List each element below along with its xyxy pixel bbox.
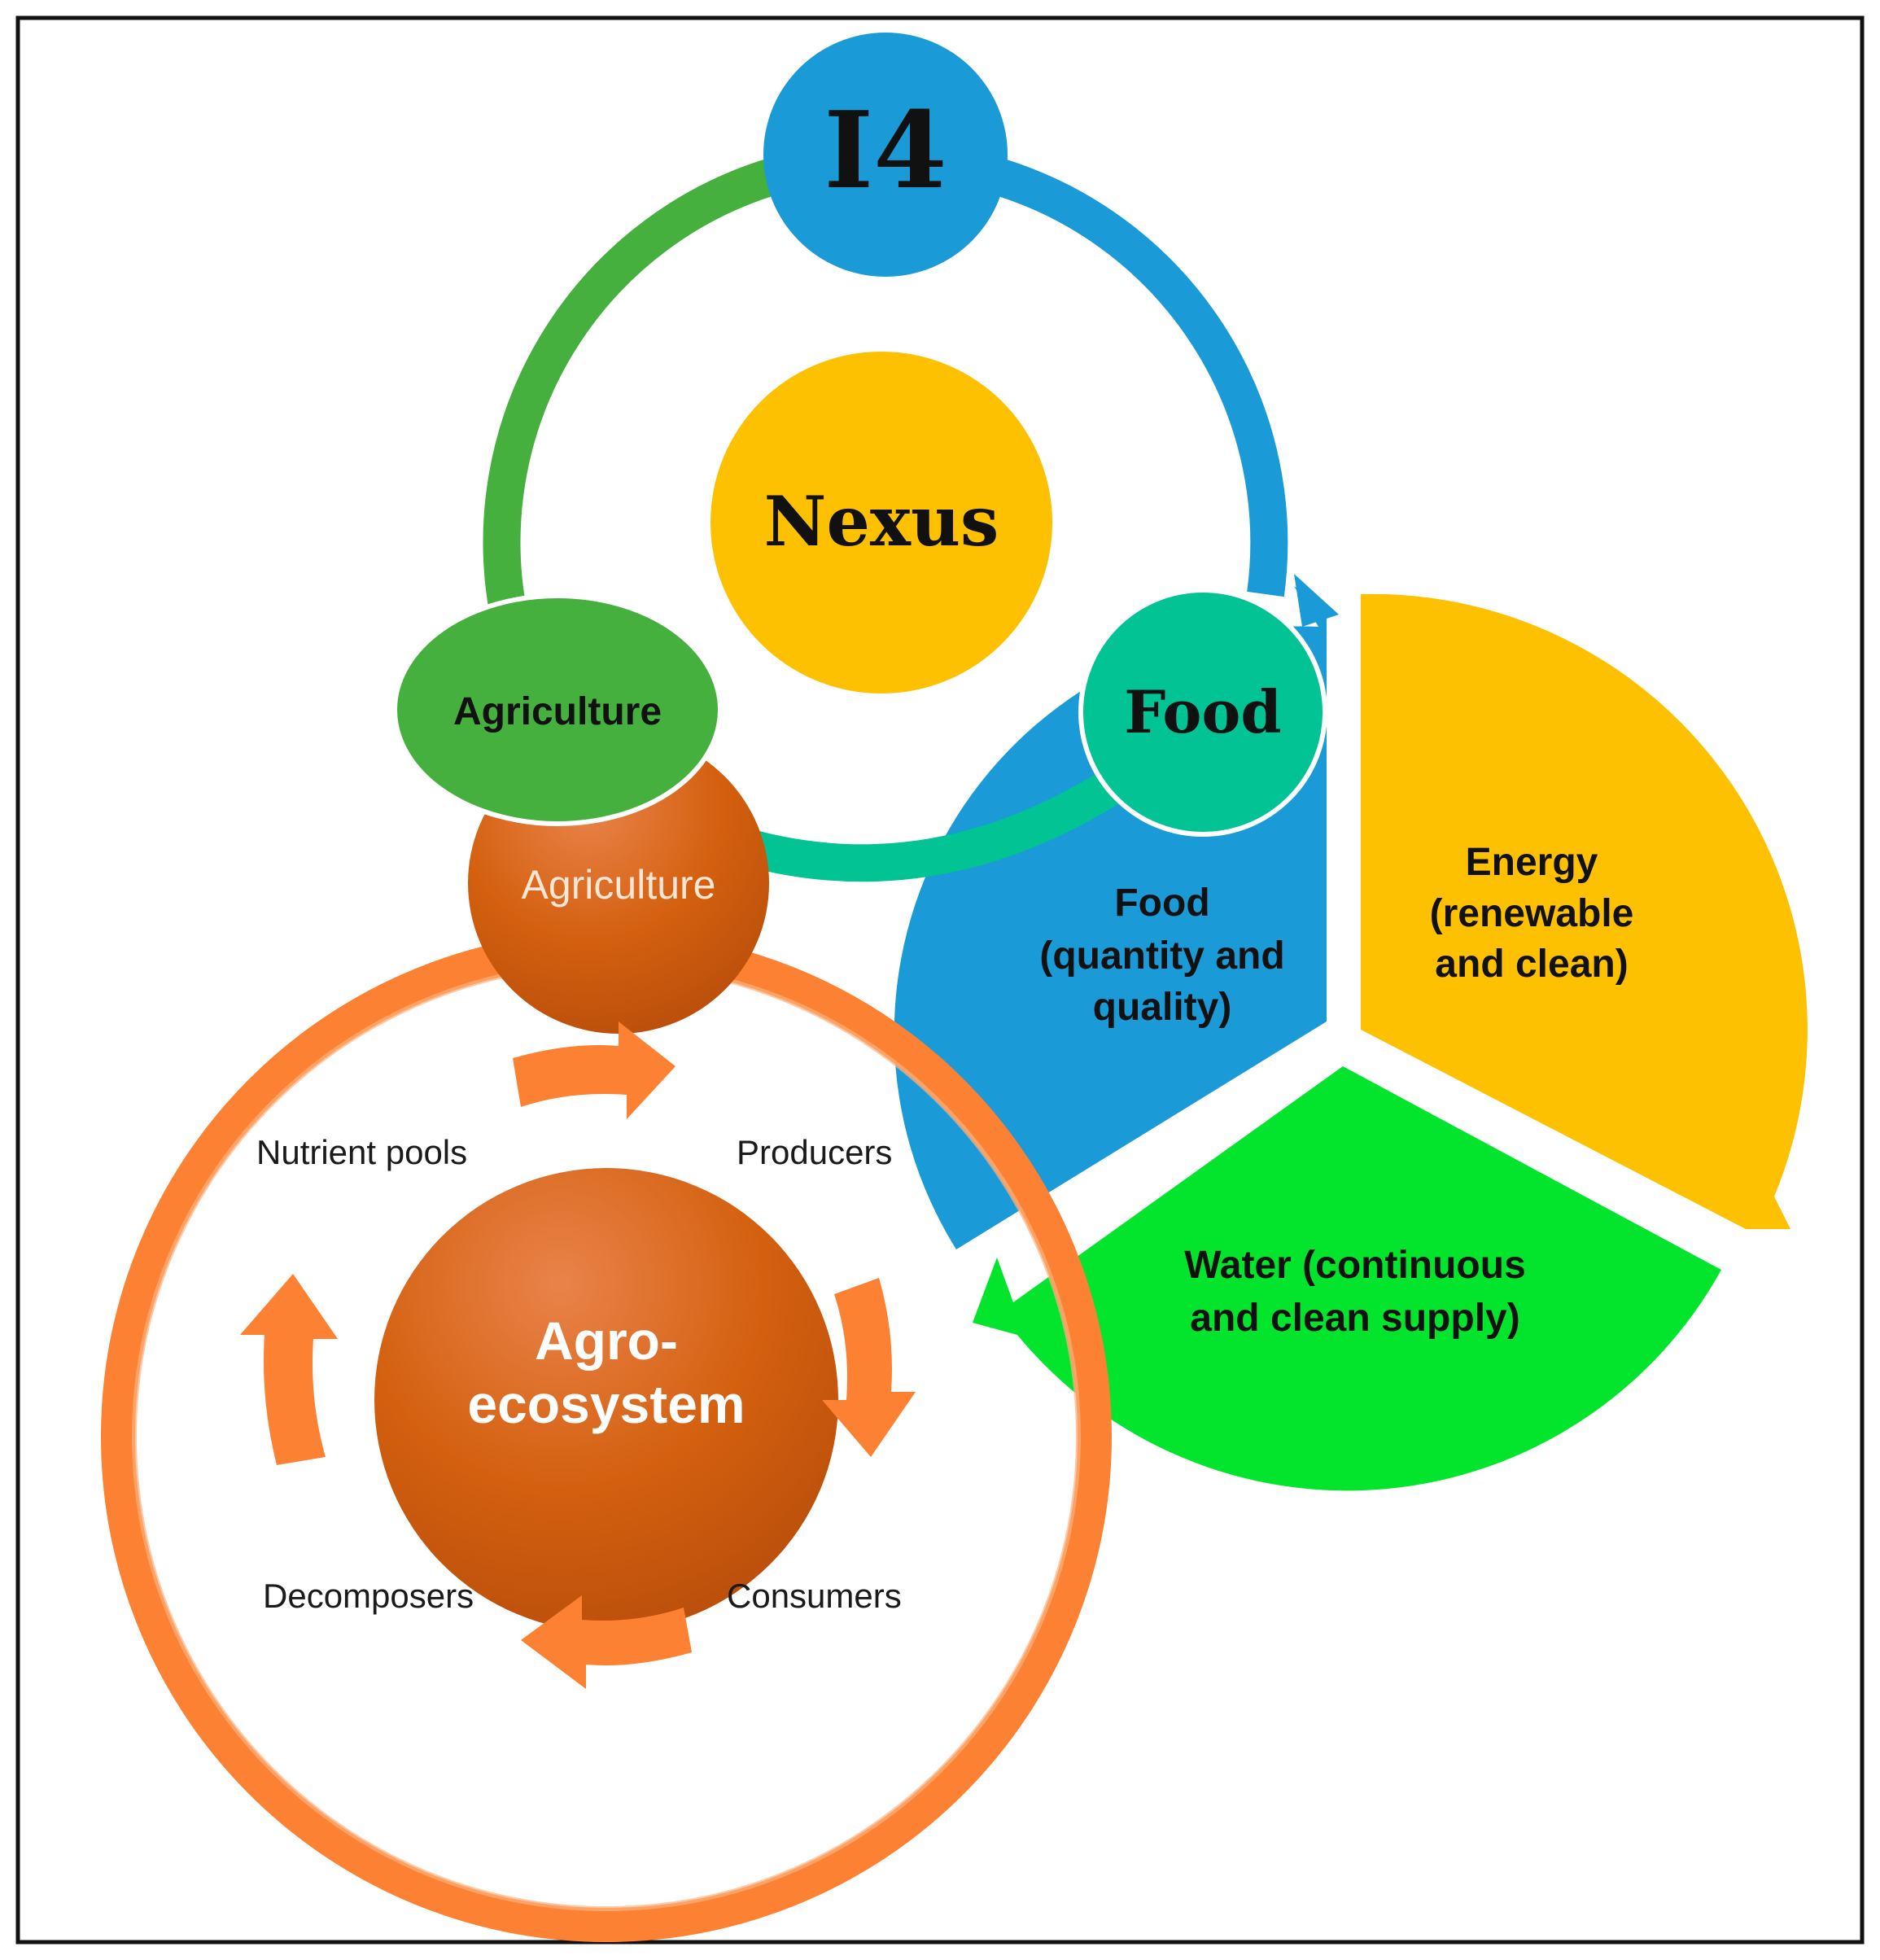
agriculture-node: Agriculture bbox=[392, 593, 723, 826]
pie-water-line2: and clean supply) bbox=[1190, 1297, 1519, 1340]
nexus-label: Nexus bbox=[764, 481, 999, 562]
arrow-left-icon bbox=[240, 1274, 338, 1465]
frame-border bbox=[15, 15, 1865, 1945]
agriculture-ball-label: Agriculture bbox=[522, 862, 716, 908]
water-sector bbox=[973, 1066, 1721, 1491]
pie-food-line1: Food bbox=[1114, 882, 1209, 925]
agroecosystem-ball: Agro- ecosystem bbox=[374, 1168, 838, 1632]
blue-arc bbox=[987, 156, 1288, 597]
i4-node: I4 bbox=[763, 33, 1008, 277]
producers-label: Producers bbox=[737, 1133, 892, 1171]
pie-food-line2: (quantity and bbox=[1039, 934, 1284, 978]
agroecosystem-label-line2: ecosystem bbox=[467, 1374, 745, 1434]
ring-arrow-tip bbox=[1294, 574, 1339, 627]
energy-sector bbox=[1361, 593, 1808, 1229]
arrow-bottom-icon bbox=[521, 1595, 692, 1689]
arrow-right-icon bbox=[822, 1278, 916, 1457]
nutrient-pools-label: Nutrient pools bbox=[256, 1133, 467, 1171]
pie-energy-line1: Energy bbox=[1466, 841, 1598, 884]
green-arc bbox=[483, 156, 783, 619]
arrow-top-icon bbox=[513, 1022, 675, 1119]
food-node-label: Food bbox=[1124, 677, 1282, 746]
pie-food-line3: quality) bbox=[1093, 986, 1232, 1029]
consumers-label: Consumers bbox=[727, 1577, 902, 1615]
agriculture-node-label: Agriculture bbox=[453, 690, 662, 733]
decomposers-label: Decomposers bbox=[263, 1577, 474, 1615]
agroecosystem-label-line1: Agro- bbox=[535, 1310, 678, 1371]
food-node: Food bbox=[1078, 588, 1327, 837]
wef-pie bbox=[894, 574, 1808, 1491]
cycle-arrows bbox=[240, 1022, 916, 1689]
pie-energy-line2: (renewable bbox=[1430, 892, 1634, 935]
nexus-node: Nexus bbox=[710, 352, 1052, 693]
pie-water-line1: Water (continuous bbox=[1184, 1244, 1526, 1287]
pie-energy-line3: and clean) bbox=[1435, 943, 1628, 986]
i4-label: I4 bbox=[824, 88, 947, 212]
